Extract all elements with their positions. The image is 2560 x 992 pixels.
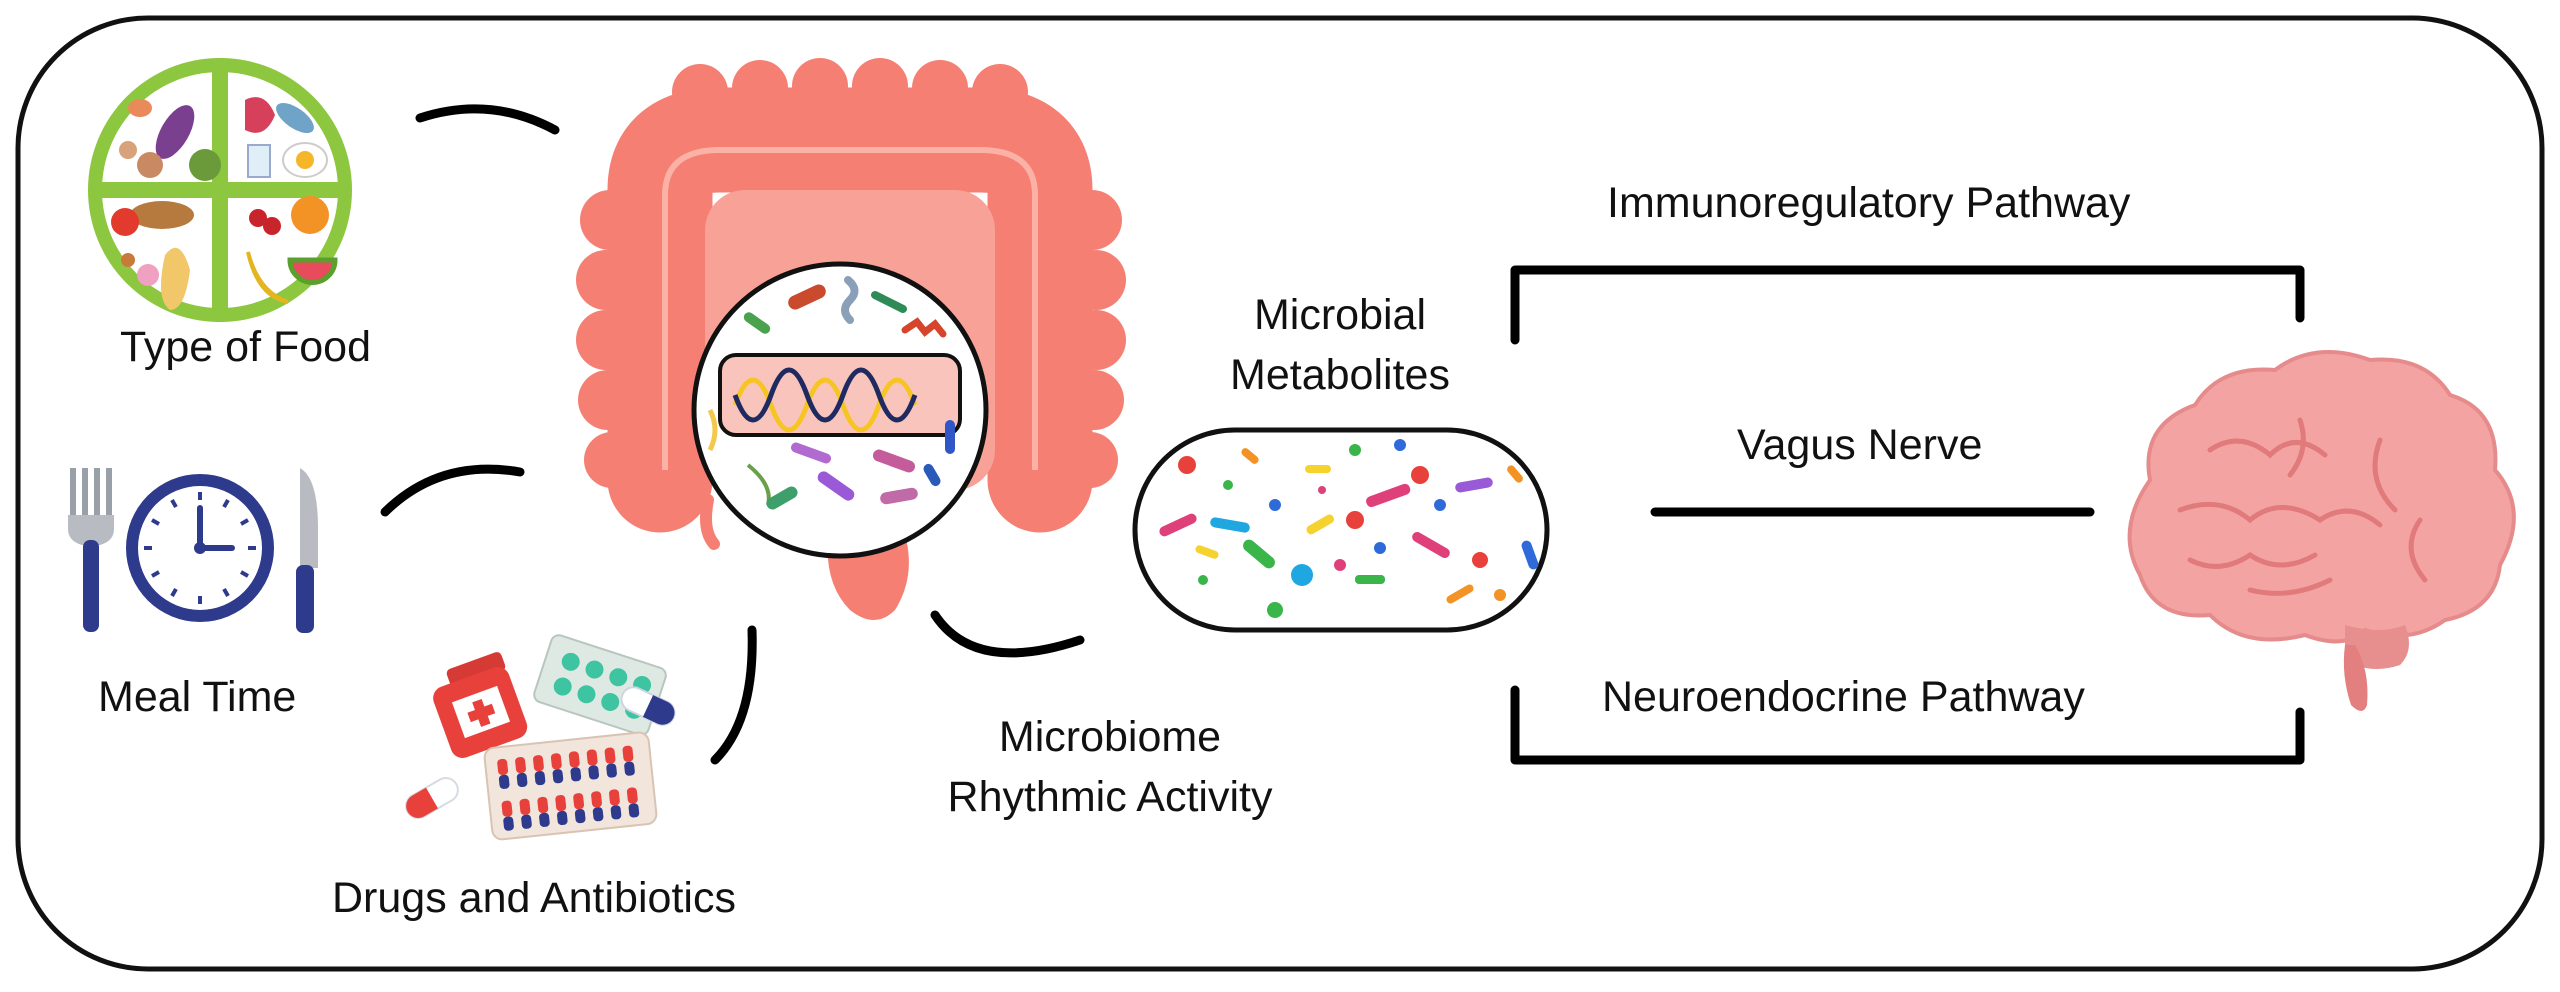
label-drugs-antibiotics: Drugs and Antibiotics <box>332 874 736 922</box>
label-microbiome-line1: Microbiome <box>998 713 1222 761</box>
label-microbial-line1: Microbial <box>1253 291 1427 339</box>
arrows <box>380 104 2305 765</box>
drugs-to-gut-arrow <box>710 625 757 765</box>
food-to-gut-arrow <box>415 104 560 135</box>
label-type-of-food: Type of Food <box>120 323 371 371</box>
metabolite-capsule-icon <box>1132 427 1550 633</box>
label-vagus: Vagus Nerve <box>1737 421 1983 469</box>
fork-icon <box>68 468 114 632</box>
mealtime-to-gut-arrow <box>380 464 525 517</box>
brain-icon <box>2127 350 2516 711</box>
immunoregulatory-arrow <box>1510 265 2305 345</box>
knife-icon <box>296 468 318 633</box>
label-microbial-line2: Metabolites <box>1230 351 1450 399</box>
gut-to-metabolites-arrow <box>930 610 1085 658</box>
label-immunoregulatory: Immunoregulatory Pathway <box>1607 179 2131 227</box>
clock-icon <box>126 474 274 622</box>
medicine-pills-icon <box>405 634 676 841</box>
neuroendocrine-arrow <box>1510 685 2305 765</box>
label-microbiome-line2: Rhythmic Activity <box>947 773 1273 821</box>
bacteria-icon <box>691 261 989 559</box>
label-neuroendocrine: Neuroendocrine Pathway <box>1602 673 2085 721</box>
food-plate-icon <box>88 58 352 322</box>
label-meal-time: Meal Time <box>98 673 297 721</box>
